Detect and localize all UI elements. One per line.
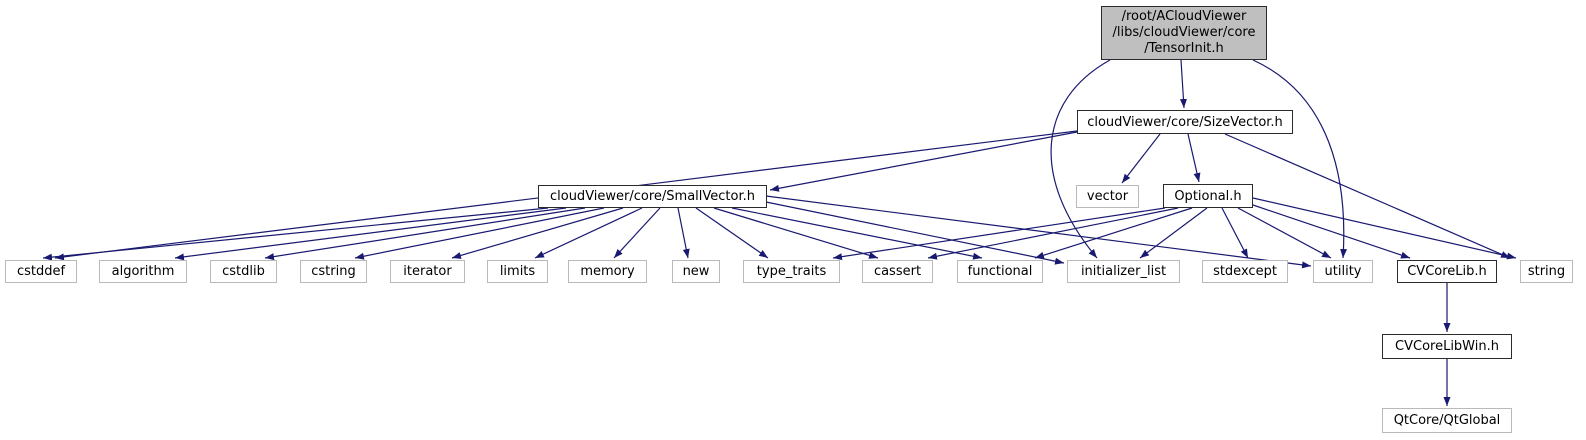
node-utility: utility — [1313, 260, 1373, 283]
node-label: functional — [967, 264, 1033, 279]
edge-optional-type_traits — [832, 207, 1166, 261]
edge-sizevector-vector — [1121, 133, 1161, 184]
node-optional[interactable]: Optional.h — [1163, 184, 1253, 208]
edge-smallvector-cassert — [713, 207, 879, 259]
node-iterator: iterator — [390, 260, 465, 283]
node-limits: limits — [487, 260, 548, 283]
node-algorithm: algorithm — [99, 260, 187, 283]
node-label: cstring — [311, 264, 356, 279]
node-smallvector[interactable]: cloudViewer/core/SmallVector.h — [538, 185, 767, 208]
node-label: stdexcept — [1213, 264, 1277, 279]
node-cstddef: cstddef — [5, 260, 77, 283]
node-sizevector[interactable]: cloudViewer/core/SizeVector.h — [1077, 110, 1293, 134]
node-new: new — [672, 260, 720, 283]
edge-smallvector-cstdlib — [264, 207, 586, 261]
node-label: cassert — [873, 264, 922, 279]
edge-smallvector-type_traits — [695, 207, 769, 259]
edge-sizevector-string — [1224, 133, 1511, 259]
edge-optional-cvcorelib — [1252, 204, 1411, 259]
edge-smallvector-memory — [613, 207, 661, 259]
node-label: vector — [1086, 189, 1129, 204]
edge-sizevector-smallvector — [769, 131, 1078, 192]
edge-smallvector-functional — [731, 207, 983, 260]
edge-optional-initializer_list — [1139, 207, 1208, 259]
node-string: string — [1520, 260, 1573, 283]
edge-optional-string — [1252, 197, 1517, 260]
edge-smallvector-limits — [534, 207, 643, 259]
node-label: memory — [580, 264, 635, 279]
node-label: string — [1527, 264, 1566, 279]
node-functional: functional — [957, 260, 1043, 283]
node-cassert: cassert — [862, 260, 933, 283]
edge-smallvector-utility — [765, 195, 1312, 269]
node-label-line: /root/ACloudViewer — [1121, 9, 1247, 24]
node-label: utility — [1324, 264, 1362, 279]
edge-tensorinit-sizevector — [1179, 59, 1187, 109]
node-label-line: /libs/cloudViewer/core — [1112, 25, 1256, 40]
edge-optional-cassert — [927, 207, 1179, 260]
node-stdexcept: stdexcept — [1202, 260, 1288, 283]
node-label: initializer_list — [1080, 264, 1167, 279]
node-label: cloudViewer/core/SizeVector.h — [1087, 114, 1283, 130]
edge-smallvector-initializer_list — [765, 201, 1065, 265]
edge-optional-stdexcept — [1221, 207, 1249, 259]
node-vector: vector — [1076, 185, 1139, 208]
edge-smallvector-algorithm — [174, 207, 567, 261]
edge-optional-utility — [1237, 207, 1332, 259]
edge-optional-functional — [1034, 207, 1193, 259]
node-label: cloudViewer/core/SmallVector.h — [549, 189, 756, 204]
edge-smallvector-iterator — [451, 207, 624, 259]
node-cvcorelibwin[interactable]: CVCoreLibWin.h — [1382, 334, 1512, 359]
node-label: QtCore/QtGlobal — [1393, 413, 1501, 428]
node-label: algorithm — [111, 264, 175, 279]
node-label: cstddef — [16, 264, 66, 279]
node-cstdlib: cstdlib — [210, 260, 277, 283]
node-memory: memory — [568, 260, 647, 283]
edge-tensorinit-initializer_list — [1050, 59, 1111, 259]
node-initializer_list: initializer_list — [1067, 260, 1180, 283]
edge-tensorinit-utility — [1252, 59, 1348, 259]
node-label: Optional.h — [1174, 188, 1242, 204]
node-label: type_traits — [756, 264, 827, 279]
edge-smallvector-cstring — [354, 207, 605, 260]
node-label: iterator — [403, 264, 452, 279]
edge-smallvector-new — [677, 207, 690, 259]
node-cstring: cstring — [300, 260, 367, 283]
edge-sizevector-optional — [1187, 133, 1201, 183]
node-label: CVCoreLibWin.h — [1395, 339, 1499, 354]
node-label-line: /TensorInit.h — [1144, 41, 1224, 56]
node-type_traits: type_traits — [743, 260, 840, 283]
edge-smallvector-cstddef — [42, 207, 549, 261]
node-label: CVCoreLib.h — [1407, 264, 1487, 279]
node-label: cstdlib — [222, 264, 265, 279]
node-label: new — [682, 264, 710, 279]
node-label: limits — [499, 264, 536, 279]
node-tensorinit: /root/ACloudViewer/libs/cloudViewer/core… — [1101, 6, 1267, 60]
node-cvcorelib[interactable]: CVCoreLib.h — [1397, 260, 1497, 283]
node-qtglobal: QtCore/QtGlobal — [1382, 408, 1512, 433]
